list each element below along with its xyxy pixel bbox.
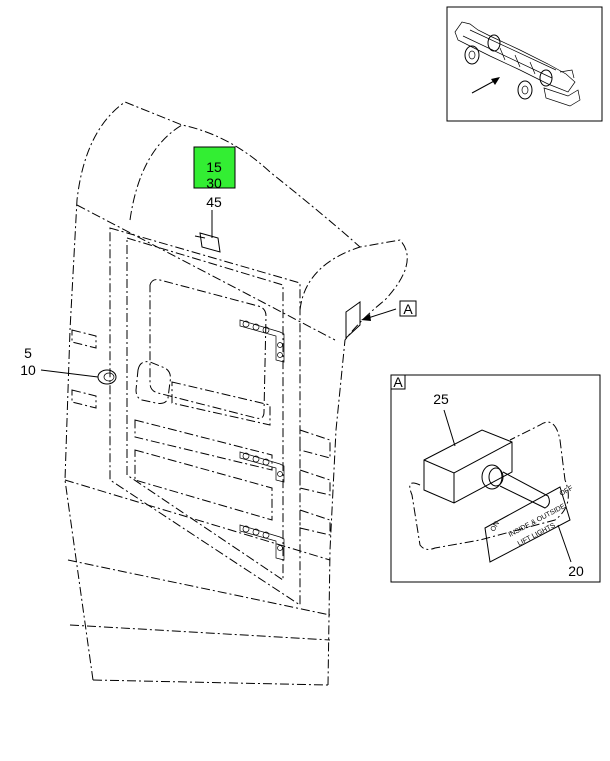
callout-30: 30 <box>206 175 222 191</box>
detail-view-label: A <box>393 374 403 390</box>
side-lamp <box>97 369 117 385</box>
highlight-box <box>193 146 236 189</box>
detail-marker-label: A <box>403 301 413 317</box>
plate-on: ON <box>490 520 501 533</box>
door-hinges <box>239 319 285 561</box>
leader-10 <box>40 369 99 378</box>
callout-25: 25 <box>433 391 449 407</box>
roof-decal <box>194 232 221 253</box>
leader-25 <box>443 409 456 447</box>
chassis-sketch <box>454 21 581 107</box>
toggle-switch <box>423 429 550 509</box>
locator-inset <box>446 6 603 122</box>
side-vents <box>71 329 97 409</box>
switch-box <box>345 301 361 340</box>
callout-45: 45 <box>206 194 222 210</box>
cab-rear-panel <box>64 101 408 686</box>
hinge-upper <box>239 319 285 363</box>
callout-20: 20 <box>568 563 584 579</box>
detail-view-a: A 25 ON OFF INSIDE & OUTSIDE LIFT LIGHTS… <box>390 374 601 583</box>
cab-door <box>109 227 331 606</box>
callout-10: 10 <box>20 362 36 378</box>
callout-5: 5 <box>24 345 32 361</box>
hinge-middle <box>239 451 285 483</box>
callout-15: 15 <box>206 159 222 175</box>
locator-arrow <box>471 77 500 94</box>
detail-marker-a: A <box>361 300 417 321</box>
hinge-lower <box>239 524 285 561</box>
leader-20 <box>557 524 572 563</box>
